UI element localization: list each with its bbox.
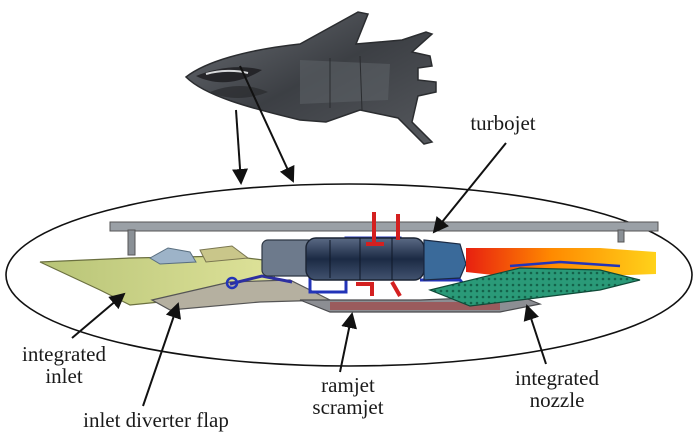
aircraft-planform [184,11,437,145]
label-inlet-diverter-flap: inlet diverter flap [83,408,229,432]
integrated-nozzle-ramp [428,267,641,307]
label-integrated-nozzle-line1: integrated [515,366,599,390]
label-integrated-nozzle-line2: nozzle [529,388,585,412]
label-integrated-nozzle: integrated nozzle [486,367,628,411]
label-callouts [71,142,547,407]
callout-arrows-aircraft [232,65,295,185]
label-turbojet: turbojet [470,111,536,135]
label-scramjet: scramjet [312,395,384,419]
turbojet-core [305,237,425,281]
label-integrated-inlet-line2: inlet [45,364,83,388]
label-integrated-inlet-line1: integrated [22,342,106,366]
label-ramjet: ramjet [321,373,375,397]
label-integrated-inlet: integrated inlet [0,343,128,387]
label-ramjet-scramjet: ramjet scramjet [292,374,404,418]
fuel-lines [356,212,402,297]
upper-rail [109,221,659,232]
propulsion-cutaway [39,212,659,313]
detail-ellipse [5,183,693,367]
